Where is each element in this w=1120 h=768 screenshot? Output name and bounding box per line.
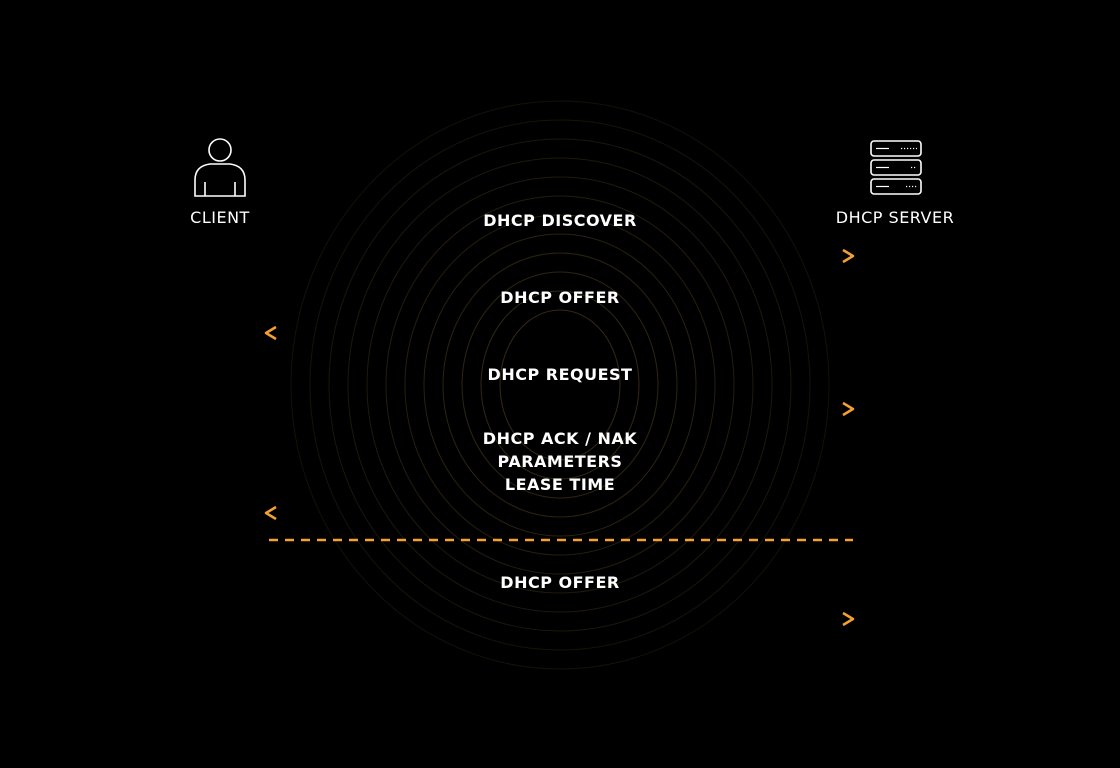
ripple-ring: [442, 252, 678, 518]
ripple-ring: [385, 195, 735, 575]
ripple-ring: [499, 309, 621, 461]
message-arrows: [264, 248, 855, 627]
message-label-line: LEASE TIME: [504, 475, 616, 494]
arrowhead: [264, 325, 277, 341]
message-arrow: [266, 611, 855, 627]
message-label-line: DHCP OFFER: [500, 573, 620, 592]
message-label-line: DHCP DISCOVER: [483, 211, 637, 230]
ripple-ring: [290, 100, 830, 670]
arrowhead: [842, 611, 855, 627]
arrowhead: [842, 401, 855, 417]
message-label-line: PARAMETERS: [497, 452, 623, 471]
ripple-ring: [423, 233, 697, 537]
ripple-ring: [404, 214, 716, 556]
ripple-ring: [366, 176, 754, 594]
message-label-line: DHCP REQUEST: [487, 365, 633, 384]
message-arrow: [266, 248, 855, 264]
ripple-ring: [461, 271, 659, 499]
arrowhead: [264, 505, 277, 521]
ripple-ring: [480, 290, 640, 480]
message-label: DHCP ACK / NAK PARAMETERS LEASE TIME: [483, 427, 637, 496]
message-arrow: [264, 505, 853, 521]
message-arrow: [266, 401, 855, 417]
server-label: DHCP SERVER: [835, 208, 955, 227]
message-label-line: DHCP ACK / NAK: [482, 429, 638, 448]
ripple-ring: [328, 138, 792, 632]
message-label: DHCP REQUEST: [488, 363, 633, 386]
client-label: CLIENT: [190, 208, 250, 227]
ripple-ring: [309, 119, 811, 651]
message-label-line: DHCP OFFER: [500, 288, 620, 307]
user-icon: [194, 138, 246, 197]
ripple-background: [290, 100, 830, 670]
server-icon: [870, 140, 922, 195]
message-label: DHCP OFFER: [500, 286, 619, 309]
message-label: DHCP OFFER: [500, 571, 619, 594]
arrowhead: [842, 248, 855, 264]
message-label: DHCP DISCOVER: [483, 209, 637, 232]
message-arrow: [264, 325, 853, 341]
ripple-ring: [347, 157, 773, 613]
